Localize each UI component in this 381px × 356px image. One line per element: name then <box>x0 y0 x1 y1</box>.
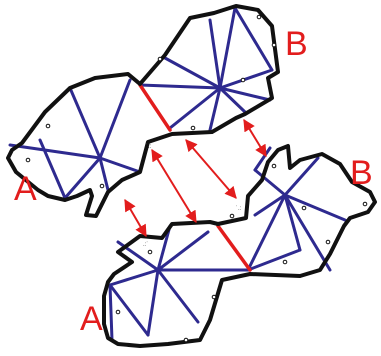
correspondence-arrows <box>124 118 267 238</box>
top-net-markers <box>25 14 277 189</box>
svg-text:˙:.: ˙:. <box>236 104 242 110</box>
top-net <box>6 4 280 218</box>
arrow-2 <box>151 148 197 224</box>
svg-text:.:˙: .:˙ <box>143 242 148 248</box>
label-bottom-b: B <box>350 154 373 192</box>
bottom-net-outline <box>102 144 377 348</box>
arrow-1 <box>124 198 147 238</box>
bottom-net-markers <box>115 163 368 343</box>
top-net-hinge-edge <box>138 83 172 132</box>
arrow-4 <box>243 118 267 158</box>
svg-text:˙.:: ˙.: <box>146 144 152 150</box>
label-top-a: A <box>14 170 37 208</box>
small-annotations: ˙.: ˙:. ˙.: .:˙ <box>143 104 242 248</box>
bottom-net-hinge-edge <box>216 224 252 272</box>
top-net-triangle-edges <box>8 6 274 200</box>
label-top-b: B <box>285 25 308 63</box>
arrow-3 <box>185 139 237 199</box>
top-net-outline <box>6 4 280 218</box>
bottom-net <box>102 144 377 348</box>
label-bottom-a: A <box>80 300 103 338</box>
svg-text:˙.:: ˙.: <box>236 206 242 212</box>
